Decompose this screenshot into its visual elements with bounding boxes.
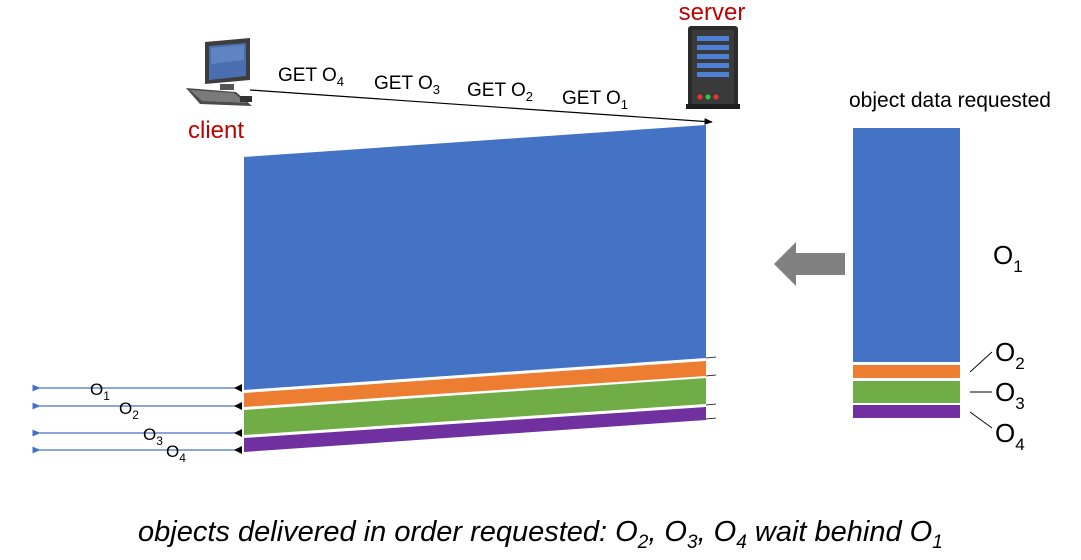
delivery-label: O3 (143, 425, 163, 448)
o1-response-block (244, 125, 706, 390)
delivery-label: O1 (90, 380, 110, 403)
o2-response-block (244, 361, 706, 407)
o3-response-block (244, 378, 706, 435)
delivery-arrows (32, 384, 242, 454)
server-tower-icon (686, 26, 740, 109)
queue-o4 (853, 405, 960, 418)
delivery-label: O2 (119, 399, 139, 422)
big-left-arrow-icon (774, 242, 845, 286)
request-label: GET O4 (278, 65, 344, 89)
client-label: client (188, 117, 244, 144)
queue-label: O2 (995, 337, 1025, 373)
queue-o3 (853, 381, 960, 403)
delivery-label: O4 (166, 442, 186, 465)
queue-label: O1 (993, 240, 1023, 276)
queue-title: object data requested (849, 89, 1051, 112)
request-arrow (249, 89, 713, 125)
request-label: GET O1 (562, 88, 628, 112)
caption: objects delivered in order requested: O2… (138, 516, 943, 553)
queue-label: O4 (995, 418, 1025, 454)
request-label: GET O2 (467, 80, 533, 104)
queue-o1 (853, 128, 960, 362)
server-label: server (679, 0, 746, 26)
o4-response-block (244, 407, 706, 452)
queue-o2 (853, 365, 960, 378)
queue-label: O3 (995, 377, 1025, 413)
desktop-computer-icon (186, 38, 252, 106)
request-labels: GET O4 GET O3 GET O2 GET O1 (278, 65, 628, 112)
request-label: GET O3 (374, 73, 440, 97)
